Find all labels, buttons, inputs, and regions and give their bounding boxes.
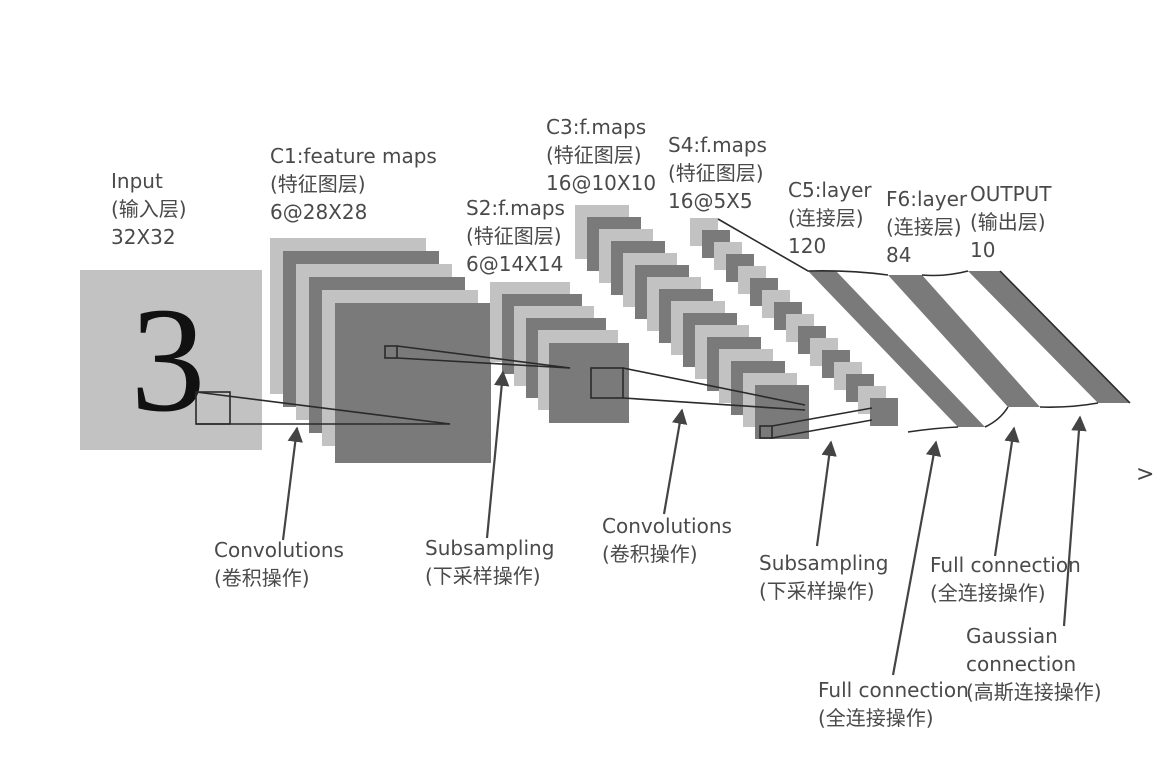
c3-size: 16@10X10 — [546, 171, 657, 195]
gauss-label: Gaussian connection (高斯连接操作) — [966, 622, 1102, 706]
full1-en: Full connection — [818, 678, 969, 702]
c3-kernel-square — [590, 367, 624, 399]
output-connection-curve-top — [999, 270, 1131, 404]
conv1-en: Convolutions — [214, 538, 344, 562]
c3-name: C3:f.maps — [546, 115, 647, 139]
input-cn: (输入层) — [111, 197, 187, 221]
full2-label: Full connection (全连接操作) — [930, 551, 1081, 607]
c3-kernel-line-bottom — [622, 397, 806, 411]
f6-size: 84 — [886, 243, 912, 267]
full1-label: Full connection (全连接操作) — [818, 676, 969, 732]
s2-size: 6@14X14 — [466, 252, 564, 276]
c5-connection-curve-bottom — [907, 426, 959, 433]
operation-arrows — [281, 370, 1087, 676]
sub2-arrow — [815, 440, 837, 547]
s4-kernel-square-src — [759, 425, 773, 439]
input-name: Input — [111, 169, 163, 193]
c5-cn: (连接层) — [788, 206, 864, 230]
full2-cn: (全连接操作) — [930, 581, 1046, 605]
full1-cn: (全连接操作) — [818, 706, 934, 730]
output-layer-band — [968, 271, 1130, 403]
c3-label: C3:f.maps (特征图层) 16@10X10 — [546, 113, 656, 197]
c1-map-6 — [335, 303, 491, 463]
c5-layer-band — [808, 271, 985, 427]
c1-cn: (特征图层) — [270, 172, 366, 196]
s2-kernel-line-top — [396, 345, 571, 369]
sub1-label: Subsampling (下采样操作) — [425, 534, 554, 590]
s2-label: S2:f.maps (特征图层) 6@14X14 — [466, 194, 565, 278]
conv2-cn: (卷积操作) — [602, 542, 698, 566]
output-name: OUTPUT — [970, 182, 1052, 206]
c3-kernel-line-top — [622, 367, 806, 406]
sub2-cn: (下采样操作) — [759, 579, 875, 603]
s2-kernel-line-bottom — [396, 357, 571, 369]
s4-kernel-line-top — [771, 407, 873, 427]
c1-name: C1:feature maps — [270, 144, 437, 168]
input-label: Input (输入层) 32X32 — [111, 167, 187, 251]
conv2-en: Convolutions — [602, 514, 732, 538]
s4-size: 16@5X5 — [668, 189, 753, 213]
gauss-cn: (高斯连接操作) — [966, 680, 1102, 704]
sub1-arrow — [485, 370, 510, 539]
s2-feature-maps — [490, 282, 629, 423]
f6-connection-curve-top — [921, 270, 969, 277]
gauss-en1: Gaussian — [966, 624, 1058, 648]
c5-label: C5:layer (连接层) 120 — [788, 176, 872, 260]
chevron-right-icon: > — [1136, 462, 1155, 487]
gauss-en2: connection — [966, 652, 1077, 676]
c1-size: 6@28X28 — [270, 200, 368, 224]
c5-name: C5:layer — [788, 178, 872, 202]
conv1-label: Convolutions (卷积操作) — [214, 536, 344, 592]
output-size: 10 — [970, 238, 996, 262]
connection-lines — [195, 218, 1131, 439]
s4-map-16 — [870, 398, 898, 426]
s4-label: S4:f.maps (特征图层) 16@5X5 — [668, 131, 767, 215]
s4-feature-maps — [690, 218, 898, 426]
s2-name: S2:f.maps — [466, 196, 565, 220]
s4-kernel-line-bottom — [771, 419, 873, 439]
c1-kernel-line-top — [195, 391, 451, 425]
f6-layer-band — [888, 275, 1040, 407]
s2-cn: (特征图层) — [466, 224, 562, 248]
sub2-en: Subsampling — [759, 551, 889, 575]
full1-arrow — [891, 440, 942, 676]
output-label: OUTPUT (输出层) 10 — [970, 180, 1052, 264]
c5-size: 120 — [788, 234, 827, 258]
input-digit: 3 — [131, 277, 206, 443]
full2-en: Full connection — [930, 553, 1081, 577]
c5-connection-curve-top — [717, 218, 889, 276]
s4-cn: (特征图层) — [668, 161, 764, 185]
conv1-arrow — [281, 426, 303, 541]
full2-arrow — [993, 426, 1020, 557]
c3-feature-maps — [575, 205, 809, 439]
f6-connection-curve-bottom — [984, 406, 1009, 428]
output-cn: (输出层) — [970, 210, 1046, 234]
sub1-en: Subsampling — [425, 536, 555, 560]
s4-name: S4:f.maps — [668, 133, 767, 157]
sub1-cn: (下采样操作) — [425, 564, 541, 588]
c3-cn: (特征图层) — [546, 143, 642, 167]
c1-label: C1:feature maps (特征图层) 6@28X28 — [270, 142, 437, 226]
c3-map-16 — [755, 385, 809, 439]
input-size: 32X32 — [111, 225, 176, 249]
c1-feature-maps — [270, 238, 491, 463]
conv2-label: Convolutions (卷积操作) — [602, 512, 732, 568]
output-connection-curve-bottom — [1039, 402, 1099, 408]
conv1-cn: (卷积操作) — [214, 566, 310, 590]
sub2-label: Subsampling (下采样操作) — [759, 549, 888, 605]
f6-name: F6:layer — [886, 187, 968, 211]
conv2-arrow — [662, 408, 688, 515]
s2-kernel-square-src — [384, 345, 398, 359]
f6-label: F6:layer (连接层) 84 — [886, 185, 967, 269]
input-map — [80, 270, 262, 450]
f6-cn: (连接层) — [886, 215, 962, 239]
s2-map-6 — [549, 343, 629, 423]
gauss-arrow — [1062, 415, 1087, 627]
